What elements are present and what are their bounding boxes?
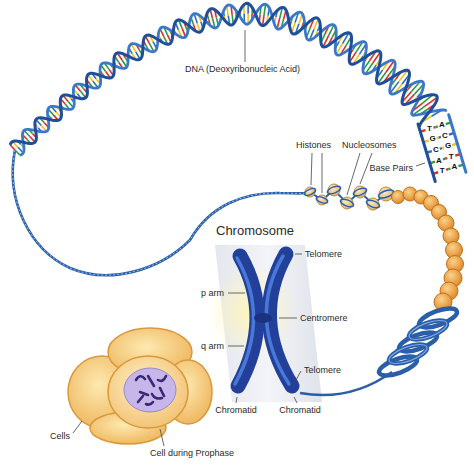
coil-loop xyxy=(397,329,439,356)
histone xyxy=(379,187,393,201)
base-pair-rung xyxy=(436,125,438,128)
panel-heading: Chromosome xyxy=(216,224,294,239)
leader-line xyxy=(295,254,302,255)
centromere-shape xyxy=(254,313,272,323)
coil-loop xyxy=(407,317,449,344)
coil-loop xyxy=(417,305,459,332)
structure-label: Cells xyxy=(50,431,70,441)
dna-wrap xyxy=(365,199,380,209)
structure-label: Histones xyxy=(296,140,331,150)
leader-line xyxy=(160,429,164,446)
coil-highlight xyxy=(387,341,429,368)
fibre-bead xyxy=(392,191,405,204)
chromatin-fibre xyxy=(392,187,464,311)
base-letter: T xyxy=(449,153,454,161)
leader-line xyxy=(228,293,245,294)
base-letter: T xyxy=(427,125,432,133)
leader-line xyxy=(279,318,297,319)
structure-label: DNA (Deoxyribonucleic Acid) xyxy=(185,64,300,74)
nucleus xyxy=(124,368,176,412)
chromosome-mark xyxy=(160,388,164,396)
backbone-rail xyxy=(449,115,466,172)
structure-label: Nucleosomes xyxy=(342,140,397,150)
dna-wrap xyxy=(352,187,367,197)
chromosome-mark xyxy=(138,396,143,402)
helix-strand xyxy=(10,3,437,145)
leader-line xyxy=(245,30,246,62)
base-letter: G xyxy=(430,135,436,143)
leader-lines xyxy=(73,30,425,446)
dna-wrap xyxy=(304,187,317,197)
part-label: Telomere xyxy=(304,365,341,375)
base-letter: A xyxy=(436,157,442,165)
helix-rungs xyxy=(10,4,442,155)
dna-wrap xyxy=(339,198,354,208)
part-label: Centromere xyxy=(300,313,348,323)
base-pair-ladder xyxy=(418,115,466,182)
chromosome-mark xyxy=(136,376,145,380)
supercoil xyxy=(377,305,459,380)
part-label: Telomere xyxy=(305,249,342,259)
base-pair-half xyxy=(264,4,266,15)
base-pair-rung xyxy=(443,157,445,160)
leader-line xyxy=(347,153,360,195)
chromosome-mark xyxy=(146,402,153,405)
condensed-chromosomes xyxy=(136,376,166,405)
coil-highlight xyxy=(407,317,449,344)
part-label: p arm xyxy=(201,288,224,298)
base-pair-rung xyxy=(433,126,435,129)
base-pair-rung xyxy=(437,136,439,139)
base-pair-rung xyxy=(442,146,444,149)
base-letter: T xyxy=(440,167,445,175)
leader-line xyxy=(294,397,297,403)
chromosome-mark xyxy=(152,394,162,399)
chromosome xyxy=(235,254,292,386)
helix-axis xyxy=(15,14,434,150)
part-label: Chromatid xyxy=(215,405,257,415)
base-letter: A xyxy=(439,121,445,129)
coil-loop xyxy=(387,341,429,368)
leader-line xyxy=(311,153,312,185)
part-label: Chromatid xyxy=(279,405,321,415)
cells xyxy=(68,328,212,444)
base-pair-half xyxy=(277,18,280,29)
base-pair-rung xyxy=(448,167,450,170)
base-letter: A xyxy=(452,163,458,171)
chromosome-mark xyxy=(158,376,166,381)
chromatid-highlight xyxy=(235,258,254,384)
structure-label: Cell during Prophase xyxy=(150,448,234,458)
chromosome-mark xyxy=(148,376,154,386)
base-letter: C xyxy=(433,146,439,154)
backbone-rail xyxy=(418,124,435,181)
part-label: q arm xyxy=(201,341,224,351)
dna-wrap xyxy=(326,185,341,195)
dna-wrap xyxy=(316,196,329,205)
prophase-cell xyxy=(108,356,188,428)
base-pair-rung xyxy=(439,136,441,139)
leader-line xyxy=(228,346,244,347)
base-pair-rung xyxy=(440,147,442,150)
helix-strand xyxy=(20,4,447,155)
leader-line xyxy=(416,163,425,166)
leader-line xyxy=(322,153,323,193)
base-letter: C xyxy=(442,132,448,140)
chromosome-mark xyxy=(140,392,148,395)
structure-label: Base Pairs xyxy=(369,163,413,173)
leader-line xyxy=(296,371,301,380)
leader-line xyxy=(73,421,82,433)
base-pair-rung xyxy=(445,157,447,160)
leader-line xyxy=(236,397,237,403)
base-pair-half xyxy=(10,145,15,150)
base-letter: G xyxy=(445,142,451,150)
fibre-to-chromosome xyxy=(300,372,392,395)
base-pair-rung xyxy=(446,168,448,171)
dna-helix xyxy=(10,3,466,181)
coil-loop xyxy=(377,353,419,380)
